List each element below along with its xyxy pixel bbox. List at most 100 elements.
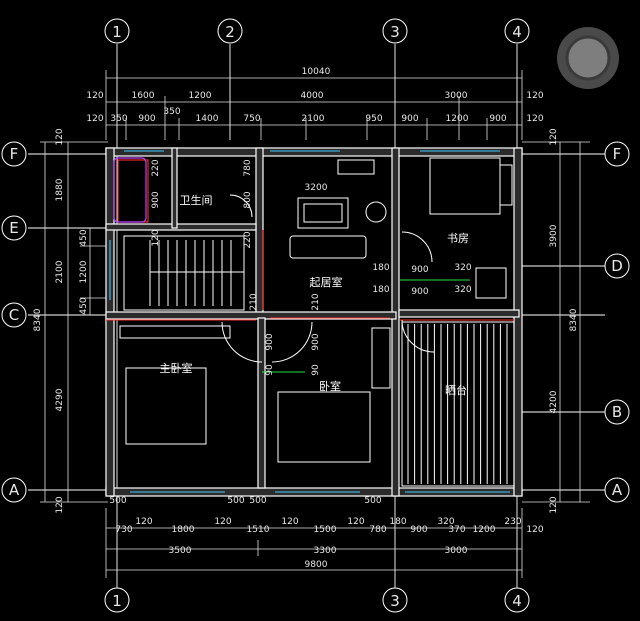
dim-bottom-row1: 900	[410, 525, 427, 535]
dim-top-row3: 1200	[446, 114, 469, 124]
dim-inner: 900	[311, 333, 321, 350]
door-bedroom	[271, 321, 313, 363]
plant	[365, 201, 387, 223]
red-accents	[106, 159, 514, 321]
dim-bottom-row1: 780	[369, 525, 386, 535]
dim-inner: 220	[151, 159, 161, 176]
dim-inner: 180	[372, 285, 389, 295]
dim-inner: 210	[311, 293, 321, 310]
dim-left-total: 8340	[33, 308, 43, 331]
axis-label-top-4: 4	[512, 23, 522, 41]
dim-left-outer: 4290	[55, 388, 65, 411]
balcony-hatch	[401, 321, 515, 487]
wall-axis-C	[105, 311, 397, 320]
dim-inner: 780	[243, 159, 253, 176]
door-study	[401, 231, 433, 263]
dim-left-outer: 120	[55, 496, 65, 513]
right-dimensions: 120 3900 4200 120 8340	[522, 128, 590, 514]
dim-left-outer: 120	[55, 128, 65, 145]
dim-inner: 320	[454, 263, 471, 273]
axis-label-right-F: F	[613, 145, 622, 163]
axis-bubble-left-E	[1, 215, 27, 241]
sofa	[289, 235, 367, 259]
dim-top-row3: 350	[110, 114, 127, 124]
axis-label-left-E: E	[9, 219, 18, 237]
wall-bath-partition	[171, 147, 178, 229]
dim-bottom-row1: 1510	[247, 525, 270, 535]
dim-bottom-row1: 180	[389, 517, 406, 527]
axis-label-bottom-1: 1	[112, 592, 122, 610]
dim-inner: 320	[454, 285, 471, 295]
wall-study-south	[398, 309, 520, 318]
coffee-table	[297, 197, 349, 229]
dim-left-outer: 2100	[55, 260, 65, 283]
door-balcony	[401, 319, 435, 353]
axis-label-bottom-4: 4	[512, 592, 522, 610]
dim-bottom-row1b: 500	[109, 496, 126, 506]
axis-label-top-2: 2	[225, 23, 235, 41]
door-bathroom	[229, 194, 253, 218]
dim-inner: 900	[411, 265, 428, 275]
bottom-dimensions: 730 120 1800 120 1510 120 1500 120 780 1…	[105, 496, 544, 578]
wall-bath-south	[105, 223, 257, 231]
dim-inner: 220	[243, 231, 253, 248]
room-labels: 卫生间 起居室 书房 主卧室 卧室 晒台	[160, 193, 470, 397]
staircase	[123, 235, 245, 311]
dim-inner: 800	[243, 191, 253, 208]
axis-bubble-right-A	[604, 477, 630, 503]
room-label-master-bedroom: 主卧室	[160, 361, 193, 375]
dim-bottom-total: 9800	[305, 560, 328, 570]
axis-label-left-C: C	[9, 306, 19, 324]
axis-bubble-bottom-1	[104, 587, 130, 613]
dim-top-row3: 120	[526, 114, 543, 124]
floating-button-core[interactable]	[565, 35, 611, 81]
dim-top-row3: 750	[243, 114, 260, 124]
wall-axis3	[391, 147, 400, 497]
dim-left-outer: 1880	[55, 178, 65, 201]
study-bed	[429, 157, 501, 215]
dim-bottom-row1: 1800	[172, 525, 195, 535]
axis-label-right-D: D	[611, 257, 623, 275]
dim-top-row3: 900	[489, 114, 506, 124]
axis-bubble-left-A	[1, 477, 27, 503]
dim-bottom-row2: 3300	[314, 546, 337, 556]
dim-bottom-row2: 3500	[169, 546, 192, 556]
inner-green	[262, 279, 470, 373]
dim-top-row3: 900	[401, 114, 418, 124]
room-label-bedroom: 卧室	[319, 379, 341, 393]
wall-bedroom-west	[257, 317, 266, 489]
dim-inner: 900	[151, 191, 161, 208]
dim-top-row2: 4000	[301, 91, 324, 101]
doors	[221, 194, 435, 363]
dim-top-row3: 900	[138, 114, 155, 124]
axis-bubble-left-C	[1, 302, 27, 328]
dim-left-inner: 450	[79, 229, 89, 246]
dim-bottom-row2: 3000	[445, 546, 468, 556]
dim-right-outer: 3900	[549, 224, 559, 247]
dim-bottom-row1: 120	[281, 517, 298, 527]
axis-bubbles: 1 2 3 4 1 3 4 F E C A F D B A	[1, 18, 630, 613]
dim-top-row2: 120	[86, 91, 103, 101]
bedroom-furniture	[119, 325, 391, 463]
dim-left-inner: 1200	[79, 260, 89, 283]
study-desk	[475, 267, 507, 299]
room-label-living: 起居室	[310, 275, 343, 289]
axis-label-top-1: 1	[112, 23, 122, 41]
dim-bottom-row1: 120	[214, 517, 231, 527]
dim-bottom-row1: 120	[135, 517, 152, 527]
dim-bottom-row1: 120	[347, 517, 364, 527]
dim-top-row3: 950	[365, 114, 382, 124]
floating-button[interactable]	[557, 27, 619, 89]
dim-top-row2: 120	[526, 91, 543, 101]
dim-bottom-row1: 1200	[473, 525, 496, 535]
axis-label-bottom-3: 3	[390, 592, 400, 610]
top-dimensions: 10040 120 1600 1200 4000 3000 120 120 35…	[86, 67, 544, 140]
wall-north	[105, 147, 523, 157]
dim-bottom-row1: 730	[115, 525, 132, 535]
dim-top-row3: 1400	[196, 114, 219, 124]
axis-label-right-B: B	[612, 403, 622, 421]
dim-top-row2: 1200	[189, 91, 212, 101]
axis-label-left-A: A	[9, 481, 20, 499]
bedroom-wardrobe	[371, 327, 391, 389]
